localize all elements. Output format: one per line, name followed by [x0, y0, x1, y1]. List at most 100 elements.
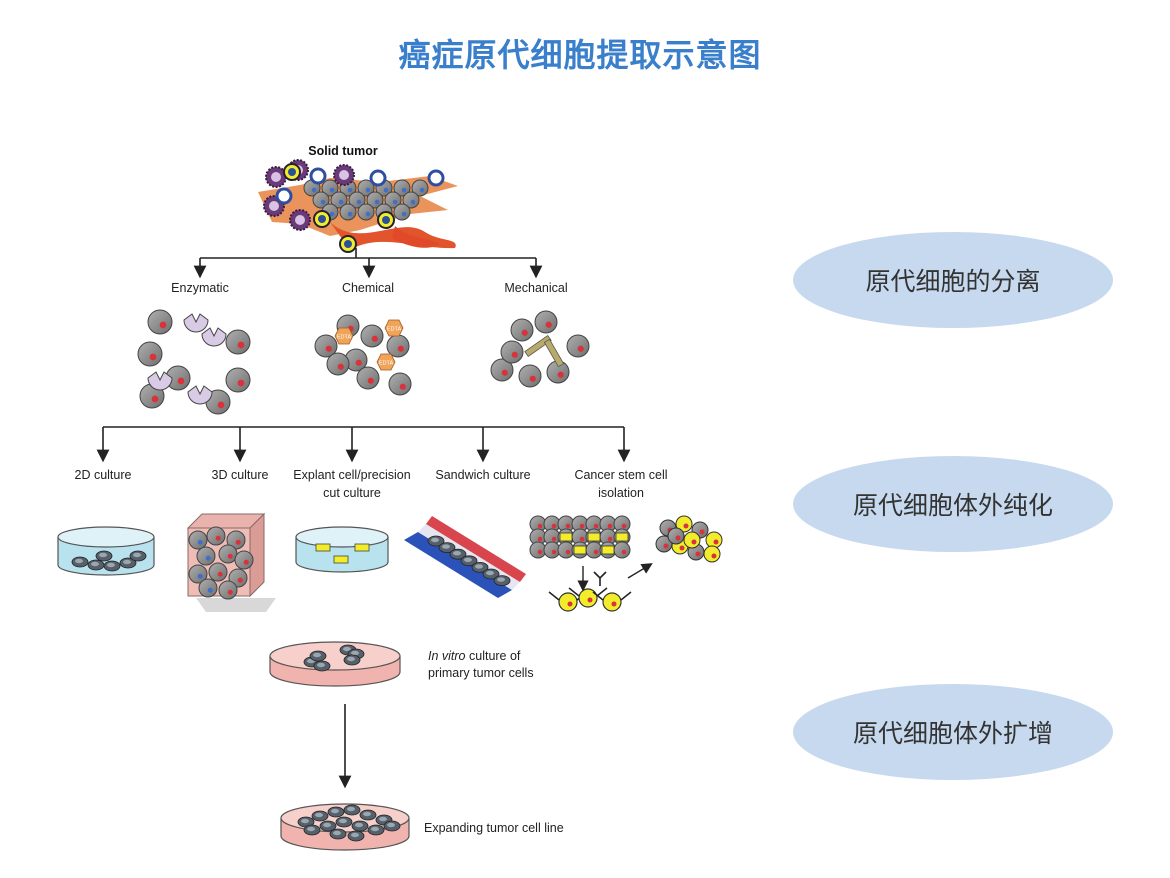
method-label-chemical: Chemical — [342, 281, 394, 295]
tumor-cell — [312, 191, 330, 209]
stage-purification: 原代细胞体外纯化 — [793, 456, 1113, 552]
culture-label-sandwich: Sandwich culture — [435, 468, 530, 482]
edta-molecule: EDTA — [384, 319, 404, 337]
chemical-cell — [356, 366, 380, 390]
expanding-cell — [343, 804, 361, 816]
tumor-cell — [330, 191, 348, 209]
enzymatic-illustration — [137, 309, 251, 415]
method-label-enzymatic: Enzymatic — [171, 281, 229, 295]
stem-cell — [705, 531, 723, 549]
cube-cell — [198, 578, 218, 598]
expanding-label: Expanding tumor cell line — [424, 821, 564, 835]
stem-cell-marker — [615, 532, 629, 542]
stem-cell — [703, 545, 721, 563]
csc-block-cell — [557, 541, 575, 559]
stromal-cell — [283, 163, 301, 181]
chemical-cell — [360, 324, 384, 348]
invitro-cell — [343, 654, 361, 666]
sandwich-cell — [438, 542, 456, 553]
stage-expansion-label: 原代细胞体外扩增 — [852, 719, 1053, 748]
invitro-cell — [313, 660, 331, 672]
2d-dish-cell — [95, 550, 113, 562]
2d-dish-cell — [103, 560, 121, 572]
enzymatic-cell — [205, 389, 231, 415]
blue-ring-cell — [427, 169, 445, 187]
sandwich-cell — [493, 575, 511, 586]
tumor-cell — [339, 203, 357, 221]
stem-cell — [667, 527, 685, 545]
invitro-cell — [309, 650, 327, 662]
edta-molecule: EDTA — [334, 327, 354, 345]
blue-ring-cell — [275, 187, 293, 205]
mechanical-cell — [534, 310, 558, 334]
edta-label: EDTA — [337, 335, 352, 341]
tumor-cell — [384, 191, 402, 209]
scalpel-blade — [543, 338, 565, 368]
tumor-cell — [393, 203, 411, 221]
explant-culture-dish — [295, 526, 389, 573]
expanding-cell — [367, 824, 385, 836]
enzymatic-cell — [225, 329, 251, 355]
stem-cell-marker — [573, 545, 587, 555]
expanding-cell — [351, 820, 369, 832]
page-title: 癌症原代细胞提取示意图 — [398, 36, 762, 74]
enzyme-shape — [201, 327, 227, 347]
expanding-cell — [335, 816, 353, 828]
cube-cell — [208, 562, 228, 582]
sandwich-cell — [482, 568, 500, 580]
cube-cell — [188, 530, 208, 550]
stromal-cell — [339, 235, 357, 253]
3d-culture-cube — [186, 512, 276, 612]
expanding-cell — [347, 830, 365, 842]
mechanical-cell — [490, 358, 514, 382]
sandwich-cell — [460, 555, 478, 567]
stem-cell — [675, 515, 693, 533]
chemical-cell — [388, 372, 412, 396]
culture-branches — [96, 426, 631, 463]
stem-cell-marker — [559, 532, 573, 542]
sandwich-culture-illustration — [404, 516, 526, 598]
blue-ring-cell — [369, 169, 387, 187]
chemical-cell — [326, 352, 350, 376]
cube-cell — [234, 550, 254, 570]
culture-label-explant-1: Explant cell/precision — [293, 468, 410, 482]
invitro-label-line2: primary tumor cells — [428, 666, 534, 680]
stem-cell-marker — [601, 545, 615, 555]
blue-ring-cell — [309, 167, 327, 185]
enzymatic-cell — [225, 367, 251, 393]
solid-tumor-illustration — [258, 159, 458, 253]
sandwich-cell — [471, 562, 489, 573]
mechanical-cell — [510, 318, 534, 342]
expanding-cell — [329, 828, 347, 840]
expanding-cell — [383, 820, 401, 832]
tumor-cell — [321, 179, 339, 197]
stage-separation-label: 原代细胞的分离 — [865, 267, 1041, 296]
tumor-cell — [357, 179, 375, 197]
stem-cell-marker — [587, 532, 601, 542]
expanding-cell — [303, 824, 321, 836]
culture-label-csc-2: isolation — [598, 486, 644, 500]
immune-cell — [333, 164, 355, 186]
immune-cell — [265, 166, 287, 188]
invitro-culture-dish — [269, 641, 401, 687]
invitro-label-rest: culture of — [466, 649, 521, 663]
culture-label-explant-2: cut culture — [323, 486, 381, 500]
culture-label-3d: 3D culture — [212, 468, 269, 482]
edta-molecule: EDTA — [376, 353, 396, 371]
cube-cell — [218, 544, 238, 564]
csc-isolation-illustration — [529, 515, 723, 612]
sandwich-cell — [449, 548, 467, 560]
invitro-label-line1: In vitro culture of — [428, 649, 521, 663]
stromal-cell — [313, 210, 331, 228]
cube-cell — [206, 526, 226, 546]
stage-expansion: 原代细胞体外扩增 — [793, 684, 1113, 780]
isolated-stem-cell — [568, 587, 608, 608]
isolated-stem-cell — [592, 591, 632, 612]
stage-purification-label: 原代细胞体外纯化 — [852, 491, 1053, 520]
scalpel-blade — [524, 334, 552, 358]
method-branches — [193, 248, 543, 279]
expanding-culture-dish — [280, 803, 410, 851]
tumor-cell — [348, 191, 366, 209]
mechanical-illustration — [490, 310, 590, 388]
